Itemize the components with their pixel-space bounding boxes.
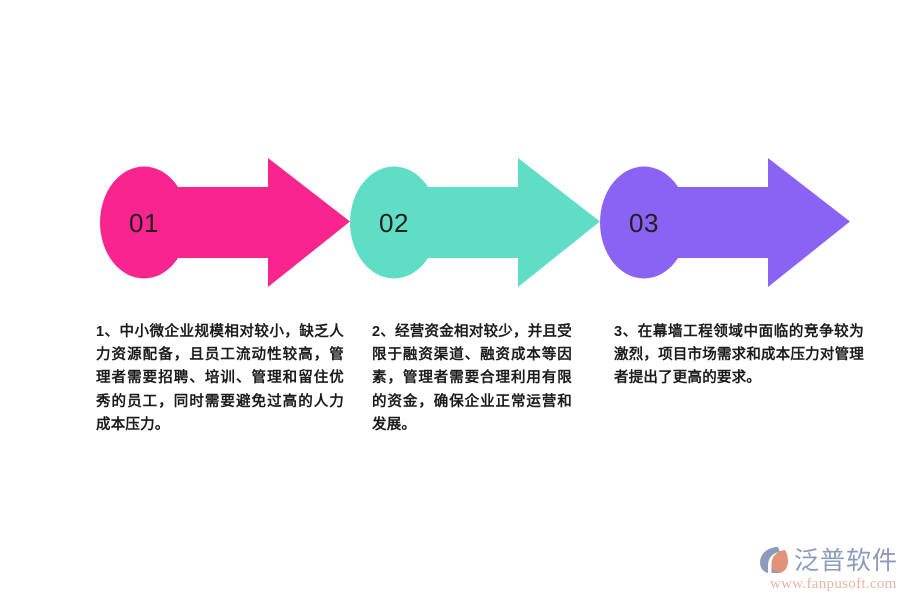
- logo-mark-inner: [771, 550, 788, 573]
- arrow-shape-1: [100, 158, 350, 287]
- arrow-2-fill: [350, 158, 600, 287]
- process-step-1[interactable]: 01: [96, 150, 356, 295]
- step-1-description: 1、中小微企业规模相对较小，缺乏人力资源配备，且员工流动性较高，管理者需要招聘、…: [96, 323, 344, 434]
- arrow-shape-2: [350, 158, 600, 287]
- logo-mark-outer: [760, 547, 780, 573]
- step-1-arrow-body: [136, 158, 350, 287]
- process-step-2[interactable]: 02: [346, 150, 606, 295]
- watermark-brand-text: 泛普软件: [794, 545, 899, 575]
- process-arrow-row: 01 02 03: [0, 150, 900, 295]
- watermark-url-text: www.fanpusoft.com: [770, 576, 897, 592]
- description-row: 1、中小微企业规模相对较小，缺乏人力资源配备，且员工流动性较高，管理者需要招聘、…: [0, 306, 900, 434]
- fanpu-logo-icon: [760, 547, 788, 573]
- step-3-arrow-body: [636, 158, 850, 287]
- watermark-logo: 泛普软件 www.fanpusoft.com: [758, 543, 898, 595]
- arrow-shape-3: [600, 158, 850, 287]
- step-2-arrow-body: [386, 158, 600, 287]
- process-step-3[interactable]: 03: [596, 150, 856, 295]
- arrow-3-fill: [600, 158, 850, 287]
- step-3-description: 3、在幕墙工程领域中面临的竞争较为激烈，项目市场需求和成本压力对管理者提出了更高…: [614, 323, 864, 387]
- watermark-top-row: 泛普软件: [758, 543, 898, 577]
- logo-mark-accent: [771, 567, 782, 573]
- step-2-description: 2、经营资金相对较少，并且受限于融资渠道、融资成本等因素，管理者需要合理利用有限…: [372, 323, 572, 434]
- arrow-1-fill: [100, 158, 350, 287]
